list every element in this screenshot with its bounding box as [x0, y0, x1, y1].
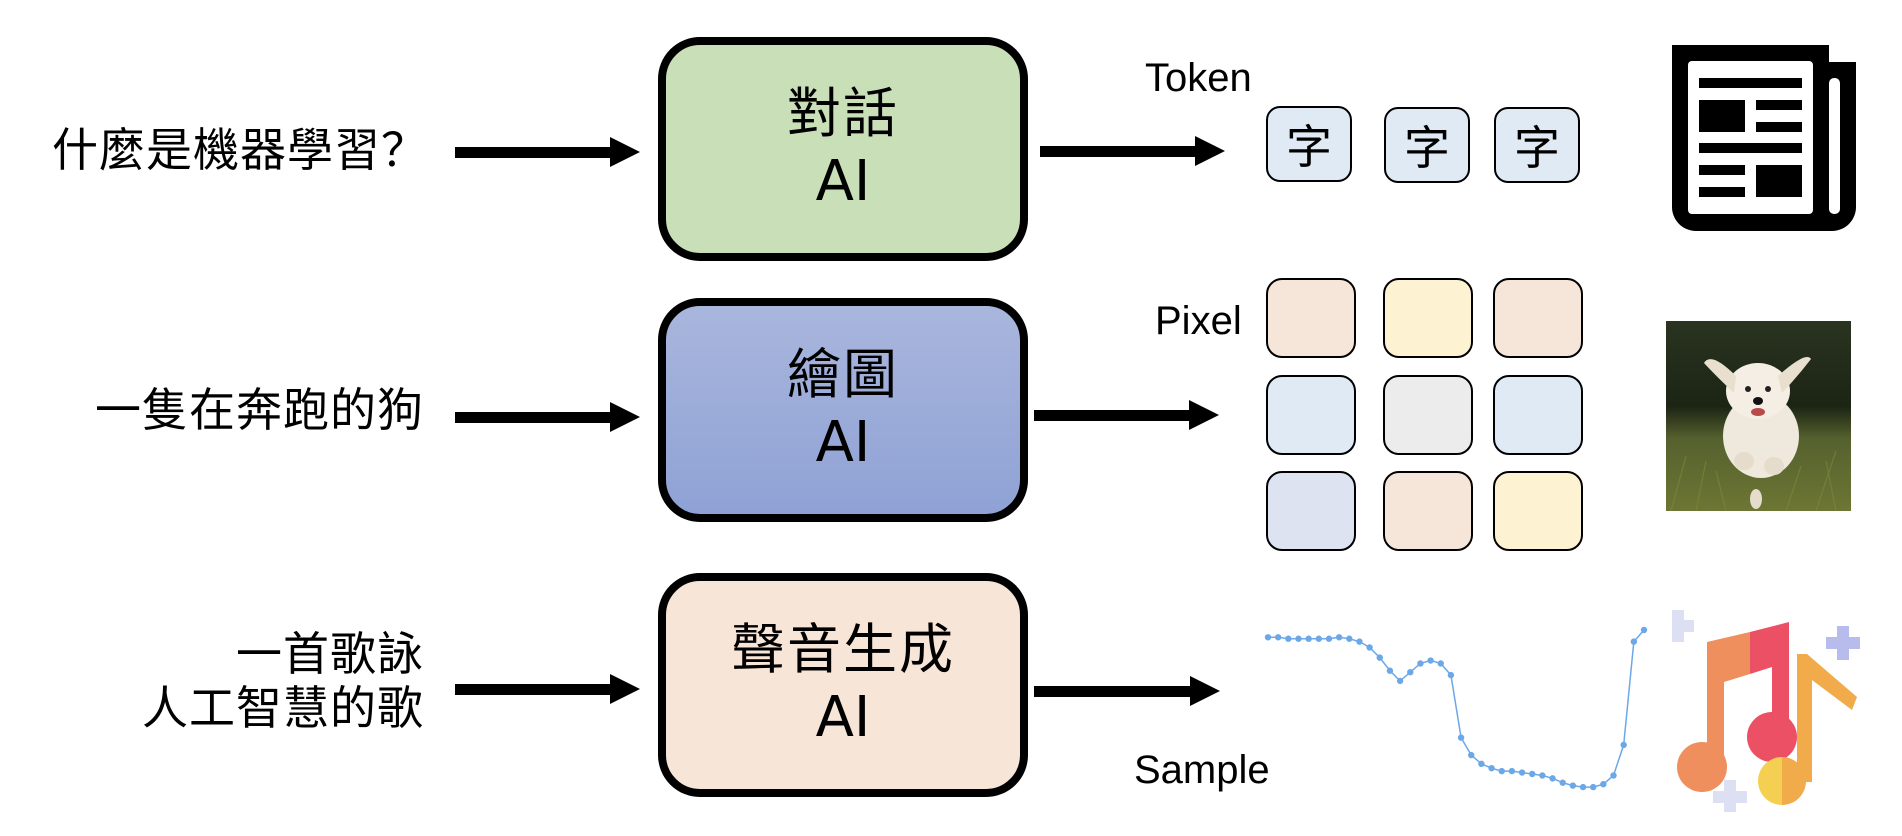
waveform-sample-point — [1325, 635, 1333, 642]
waveform-sample-point — [1457, 734, 1465, 741]
sparkle-plus-icon — [1672, 610, 1694, 642]
pixel-label: Pixel — [1155, 299, 1242, 343]
prompt-text-chat: 什麼是機器學習？ — [52, 123, 428, 177]
waveform-sample-point — [1295, 635, 1302, 642]
waveform-sample-point — [1447, 671, 1455, 679]
sample-label: Sample — [1134, 748, 1270, 792]
pixel-cell — [1266, 375, 1356, 455]
waveform-sample-point — [1640, 626, 1648, 634]
waveform-sample-point — [1407, 668, 1414, 676]
waveform-sample-point — [1427, 657, 1434, 664]
waveform-sample-point — [1366, 644, 1373, 651]
waveform-sample-point — [1346, 635, 1353, 642]
waveform-sample-point — [1518, 769, 1526, 776]
newspaper-icon — [1672, 45, 1856, 231]
prompt-text-audio: 一首歌詠 人工智慧的歌 — [142, 627, 424, 735]
sparkle-plus-icon — [1713, 780, 1747, 812]
pixel-cell — [1493, 375, 1583, 455]
waveform-sample-point — [1264, 634, 1272, 641]
chat-ai-box: 對話 AI — [658, 37, 1028, 261]
music-notes-icon — [1672, 610, 1860, 812]
token-box: 字 — [1494, 107, 1580, 183]
waveform-sample-point — [1549, 775, 1556, 782]
waveform-sample-point — [1376, 654, 1383, 661]
prompt-line: 人工智慧的歌 — [142, 681, 424, 735]
token-box: 字 — [1384, 107, 1470, 183]
waveform-sample-point — [1620, 741, 1627, 749]
waveform-line — [1268, 629, 1645, 788]
waveform-sample-point — [1610, 772, 1617, 779]
arrow-icon — [455, 674, 640, 704]
arrow-icon — [455, 402, 640, 432]
arrow-icon — [1040, 136, 1225, 166]
waveform-sample-point — [1508, 767, 1516, 775]
waveform-sample-point — [1488, 764, 1495, 772]
model-name: 聲音生成 — [731, 618, 955, 681]
waveform-sample-point — [1396, 677, 1404, 685]
arrow-icon — [1034, 400, 1219, 430]
pixel-cell — [1493, 278, 1583, 358]
waveform-sample-point — [1630, 638, 1638, 645]
model-suffix: AI — [815, 685, 871, 750]
prompt-line: 一隻在奔跑的狗 — [95, 383, 424, 437]
model-suffix: AI — [815, 149, 871, 214]
pixel-cell — [1383, 375, 1473, 455]
waveform-plot — [1264, 626, 1648, 791]
waveform-sample-point — [1478, 760, 1485, 768]
waveform-sample-point — [1356, 638, 1363, 645]
waveform-sample-point — [1386, 667, 1394, 674]
waveform-sample-point — [1569, 782, 1577, 789]
arrow-icon — [1034, 676, 1220, 706]
waveform-sample-point — [1274, 634, 1282, 641]
waveform-sample-point — [1559, 779, 1566, 786]
token-label: Token — [1145, 56, 1252, 100]
waveform-sample-point — [1579, 783, 1587, 791]
pixel-cell — [1266, 278, 1356, 358]
prompt-line: 什麼是機器學習？ — [52, 123, 428, 177]
dog-illustration — [1670, 357, 1837, 511]
prompt-text-image: 一隻在奔跑的狗 — [95, 383, 424, 437]
waveform-sample-point — [1468, 751, 1475, 759]
token-box: 字 — [1266, 106, 1352, 182]
waveform-sample-point — [1315, 635, 1323, 642]
pixel-cell — [1266, 471, 1356, 551]
waveform-sample-point — [1305, 635, 1312, 642]
pixel-cell — [1383, 471, 1473, 551]
waveform-sample-point — [1539, 772, 1546, 779]
waveform-sample-point — [1437, 660, 1444, 667]
waveform-sample-point — [1529, 770, 1536, 778]
pixel-cell — [1493, 471, 1583, 551]
waveform-sample-point — [1600, 780, 1607, 788]
arrow-icon — [455, 137, 640, 167]
waveform-sample-point — [1589, 783, 1597, 791]
waveform-sample-point — [1335, 634, 1343, 641]
model-name: 對話 — [787, 82, 899, 145]
waveform-sample-point — [1417, 660, 1424, 667]
waveform-sample-point — [1285, 635, 1292, 642]
audio-ai-box: 聲音生成 AI — [658, 573, 1028, 797]
running-dog-image — [1666, 321, 1851, 511]
model-name: 繪圖 — [787, 343, 899, 406]
pixel-cell — [1383, 278, 1473, 358]
model-suffix: AI — [815, 410, 871, 475]
image-ai-box: 繪圖 AI — [658, 298, 1028, 522]
sparkle-plus-icon — [1826, 626, 1860, 660]
waveform-sample-point — [1498, 767, 1505, 775]
prompt-line: 一首歌詠 — [236, 627, 424, 681]
